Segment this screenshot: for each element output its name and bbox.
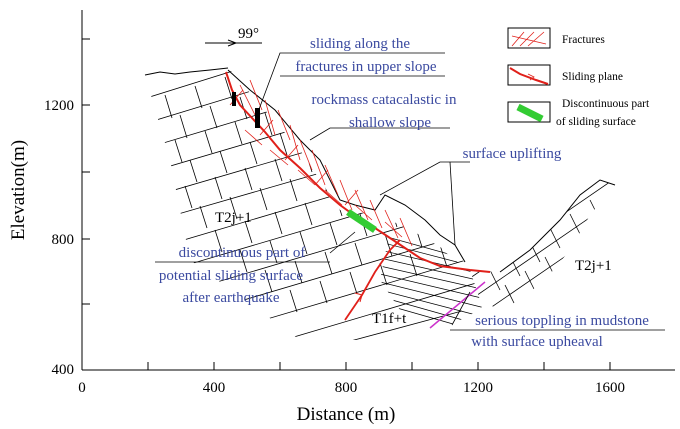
annotation-line: serious toppling in mudstone <box>475 313 649 329</box>
annotation-toppling: serious toppling in mudstone with surfac… <box>471 313 649 350</box>
legend-item-sliding-plane: Sliding plane <box>507 64 623 86</box>
annotation-underlines <box>155 261 665 331</box>
x-tick-label: 400 <box>203 380 226 396</box>
x-tick-label: 1600 <box>595 380 625 396</box>
plot-frame <box>81 10 675 371</box>
legend-label: Fractures <box>562 34 605 46</box>
annotation-line: shallow slope <box>349 115 431 131</box>
legend-label-line2: of sliding surface <box>556 116 636 128</box>
x-tick-label: 0 <box>78 380 86 396</box>
y-axis-title: Elevation(m) <box>8 140 29 240</box>
annotation-uplifting: surface uplifting <box>463 146 562 162</box>
upper-slope-discontinuities <box>232 92 260 128</box>
legend-label: Sliding plane <box>562 71 623 83</box>
annotation-line: potential sliding surface <box>159 268 303 284</box>
annotation-cataclastic: rockmass catacalastic in shallow slope <box>312 92 457 131</box>
annotation-discontinuous: discontinuous part of potential sliding … <box>159 245 305 306</box>
orientation-indicator: 99° <box>205 26 262 47</box>
unit-label-t2j1-right: T2j+1 <box>575 258 612 274</box>
annotation-line: discontinuous part of <box>179 245 306 261</box>
right-rock-mass <box>470 179 616 310</box>
y-tick-label: 1200 <box>44 98 74 114</box>
annotation-line: fractures in upper slope <box>295 59 437 75</box>
unit-label-t1f: T1f+t <box>372 311 407 327</box>
annotation-line: surface uplifting <box>463 146 562 162</box>
sliding-plane <box>225 71 491 321</box>
x-axis-ticks: 0 400 800 1200 1600 <box>78 362 625 396</box>
fracture-lines <box>229 79 413 247</box>
legend-label: Discontinuous part <box>562 98 650 110</box>
unit-label-t2j1-left: T2j+1 <box>215 210 252 226</box>
toppling-line <box>429 281 486 329</box>
y-tick-label: 800 <box>52 232 75 248</box>
annotation-line: with surface upheaval <box>471 334 603 350</box>
legend-item-fractures: Fractures <box>507 27 605 49</box>
annotation-line: after earthquake <box>182 290 279 306</box>
x-tick-label: 800 <box>335 380 358 396</box>
annotation-line: sliding along the <box>310 36 410 52</box>
leader-lines <box>257 52 471 326</box>
annotation-sliding-upper: sliding along the fractures in upper slo… <box>295 36 437 75</box>
y-axis-ticks: 1200 800 400 <box>44 38 90 378</box>
discontinuous-sliding-surface <box>346 209 377 233</box>
legend: Fractures Sliding plane Discontinuous pa… <box>507 27 650 128</box>
x-tick-label: 1200 <box>463 380 493 396</box>
annotation-line: rockmass catacalastic in <box>312 92 457 108</box>
orientation-label: 99° <box>238 26 259 42</box>
legend-item-discontinuous: Discontinuous part of sliding surface <box>507 98 650 128</box>
y-tick-label: 400 <box>52 362 75 378</box>
x-axis-title: Distance (m) <box>297 404 396 425</box>
